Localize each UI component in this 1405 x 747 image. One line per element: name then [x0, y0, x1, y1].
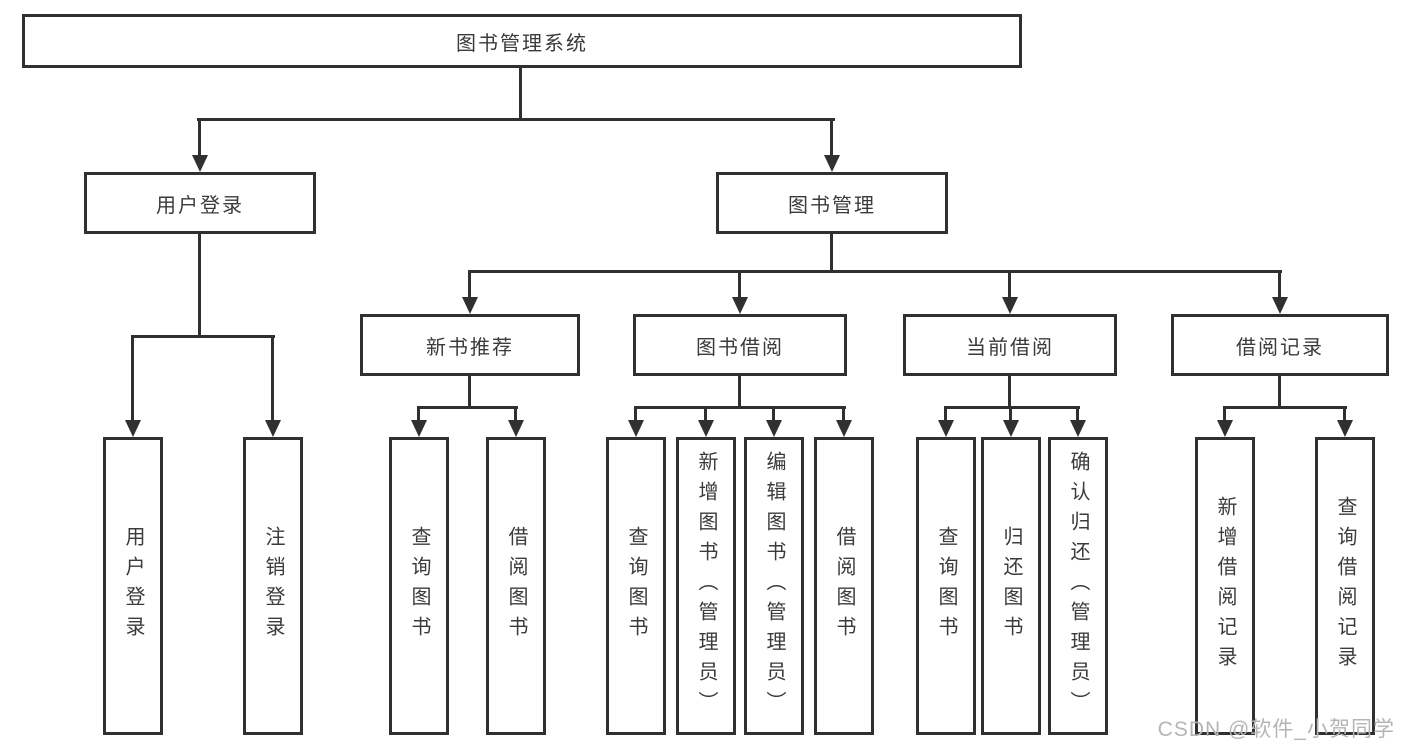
arrow-down-icon: [411, 420, 427, 437]
leaf-user-login: 用户登录: [103, 437, 163, 735]
leaf-label: 查询图书: [408, 526, 430, 646]
csdn-watermark: CSDN @软件_小贺同学: [1157, 718, 1395, 741]
node-user-login: 用户登录: [84, 172, 316, 234]
connector-line: [1278, 374, 1281, 409]
connector-line: [198, 118, 201, 156]
arrow-down-icon: [766, 420, 782, 437]
connector-line: [271, 335, 274, 422]
leaf-label: 归还图书: [1000, 526, 1022, 646]
leaf-query-books-borrow: 查询图书: [606, 437, 666, 735]
arrow-down-icon: [1272, 297, 1288, 314]
node-new-book-recommend: 新书推荐: [360, 314, 580, 376]
connector-line: [772, 406, 775, 422]
leaf-label: 借阅图书: [833, 526, 855, 646]
connector-line: [944, 406, 1080, 409]
connector-line: [1223, 406, 1347, 409]
connector-line: [634, 406, 637, 422]
connector-line: [830, 118, 833, 156]
arrow-down-icon: [698, 420, 714, 437]
node-label: 图书借阅: [696, 336, 784, 359]
node-label: 新书推荐: [426, 336, 514, 359]
arrow-down-icon: [462, 297, 478, 314]
arrow-down-icon: [125, 420, 141, 437]
arrow-down-icon: [732, 297, 748, 314]
leaf-label: 编辑图书（管理员）: [763, 451, 785, 721]
leaf-borrow-books: 借阅图书: [814, 437, 874, 735]
leaf-label: 新增图书（管理员）: [695, 451, 717, 721]
connector-line: [1223, 406, 1226, 422]
connector-line: [704, 406, 707, 422]
arrow-down-icon: [938, 420, 954, 437]
arrow-down-icon: [628, 420, 644, 437]
connector-line: [519, 66, 522, 121]
connector-line: [1343, 406, 1346, 422]
leaf-add-borrow-record: 新增借阅记录: [1195, 437, 1255, 735]
leaf-label: 查询借阅记录: [1334, 496, 1356, 676]
leaf-label: 注销登录: [262, 526, 284, 646]
arrow-down-icon: [824, 155, 840, 172]
leaf-label: 确认归还（管理员）: [1067, 451, 1089, 721]
connector-line: [1076, 406, 1079, 422]
node-borrow-records: 借阅记录: [1171, 314, 1389, 376]
connector-line: [634, 406, 846, 409]
leaf-confirm-return-admin: 确认归还（管理员）: [1048, 437, 1108, 735]
node-label: 当前借阅: [966, 336, 1054, 359]
node-label: 图书管理系统: [456, 32, 588, 55]
arrow-down-icon: [1070, 420, 1086, 437]
node-book-management: 图书管理: [716, 172, 948, 234]
leaf-logout: 注销登录: [243, 437, 303, 735]
leaf-label: 查询图书: [935, 526, 957, 646]
node-current-borrow: 当前借阅: [903, 314, 1117, 376]
connector-line: [198, 232, 201, 337]
connector-line: [1008, 374, 1011, 409]
arrow-down-icon: [836, 420, 852, 437]
arrow-down-icon: [508, 420, 524, 437]
node-root: 图书管理系统: [22, 14, 1022, 68]
connector-line: [1008, 270, 1011, 299]
connector-line: [830, 232, 833, 273]
leaf-query-books-newrec: 查询图书: [389, 437, 449, 735]
connector-line: [417, 406, 420, 422]
node-label: 借阅记录: [1236, 336, 1324, 359]
leaf-label: 新增借阅记录: [1214, 496, 1236, 676]
leaf-return-books: 归还图书: [981, 437, 1041, 735]
connector-line: [842, 406, 845, 422]
leaf-label: 用户登录: [122, 526, 144, 646]
connector-line: [944, 406, 947, 422]
connector-line: [738, 270, 741, 299]
connector-line: [1009, 406, 1012, 422]
leaf-label: 借阅图书: [505, 526, 527, 646]
arrow-down-icon: [265, 420, 281, 437]
arrow-down-icon: [1002, 297, 1018, 314]
connector-line: [1278, 270, 1281, 299]
connector-line: [417, 406, 518, 409]
connector-line: [468, 270, 471, 299]
leaf-edit-book-admin: 编辑图书（管理员）: [744, 437, 804, 735]
leaf-borrow-books-newrec: 借阅图书: [486, 437, 546, 735]
connector-line: [738, 374, 741, 409]
arrow-down-icon: [1217, 420, 1233, 437]
connector-line: [514, 406, 517, 422]
arrow-down-icon: [1003, 420, 1019, 437]
connector-line: [468, 374, 471, 409]
connector-line: [197, 118, 835, 121]
arrow-down-icon: [1337, 420, 1353, 437]
connector-line: [131, 335, 275, 338]
connector-line: [468, 270, 1282, 273]
node-label: 图书管理: [788, 194, 876, 217]
leaf-label: 查询图书: [625, 526, 647, 646]
connector-line: [131, 335, 134, 422]
arrow-down-icon: [192, 155, 208, 172]
leaf-query-borrow-record: 查询借阅记录: [1315, 437, 1375, 735]
node-book-borrow: 图书借阅: [633, 314, 847, 376]
node-label: 用户登录: [156, 194, 244, 217]
leaf-query-books-current: 查询图书: [916, 437, 976, 735]
leaf-add-book-admin: 新增图书（管理员）: [676, 437, 736, 735]
